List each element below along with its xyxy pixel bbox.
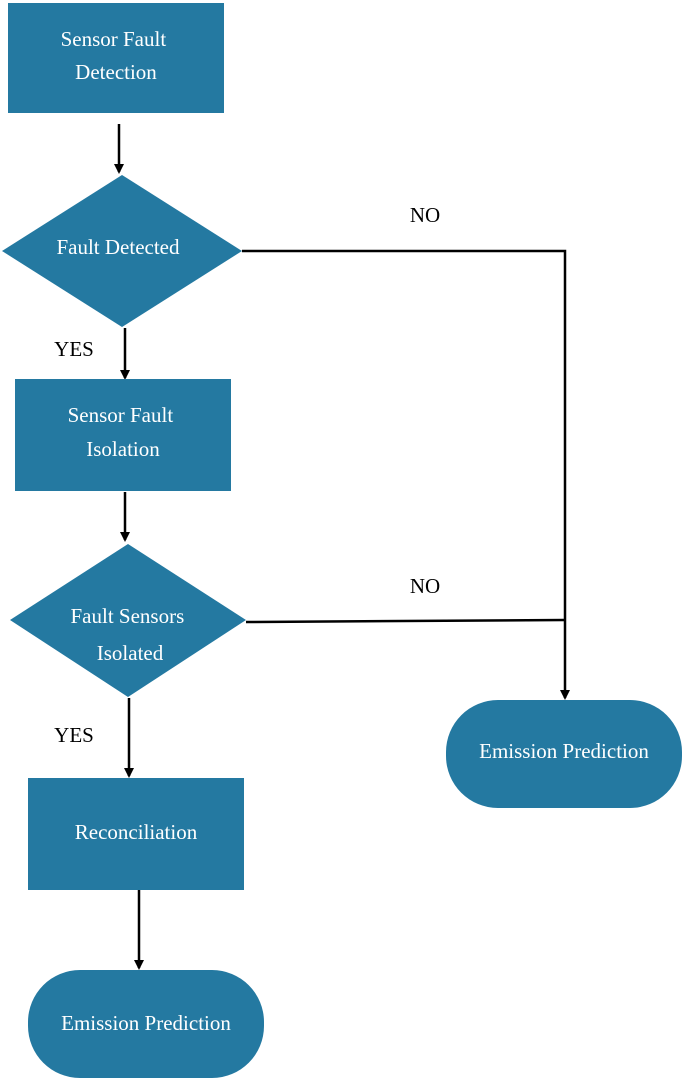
- label-detected-no: NO: [410, 203, 440, 227]
- process-box: [8, 3, 224, 113]
- node-label-line: Detection: [75, 60, 157, 84]
- svg-text:Reconciliation: Reconciliation: [75, 820, 198, 844]
- svg-text:Sensor Fault Isolation: Sensor Fault Isolation: [68, 403, 179, 461]
- terminal-pill: [28, 970, 264, 1078]
- label-detected-yes: YES: [54, 337, 94, 361]
- edges: [114, 124, 570, 970]
- node-label-line: Sensor Fault: [68, 403, 174, 427]
- node-emission-prediction-left: Emission Prediction: [28, 970, 264, 1078]
- node-label-line: Emission Prediction: [61, 1011, 231, 1035]
- node-label-line: Reconciliation: [75, 820, 198, 844]
- node-label-line: Sensor Fault: [61, 27, 167, 51]
- label-isolated-yes: YES: [54, 723, 94, 747]
- label-isolated-no: NO: [410, 574, 440, 598]
- node-fault-sensors-isolated: Fault Sensors Isolated: [10, 544, 246, 697]
- svg-text:Sensor Fault Detection: Sensor Fault Detection: [61, 27, 172, 84]
- node-sensor-fault-detection: Sensor Fault Detection: [8, 3, 224, 113]
- edge-isolated-no: [245, 618, 566, 624]
- edge-detected-no: [242, 249, 567, 620]
- node-label-line: Emission Prediction: [479, 739, 649, 763]
- svg-text:Fault Sensors Isolated: Fault Sensors Isolated: [70, 604, 189, 665]
- node-label-line: Fault Sensors: [70, 604, 184, 628]
- decision-diamond: [10, 544, 246, 697]
- decision-diamond: [2, 175, 242, 327]
- svg-text:Emission Prediction: Emission Prediction: [479, 739, 649, 763]
- node-sensor-fault-isolation: Sensor Fault Isolation: [15, 379, 231, 491]
- process-box: [15, 379, 231, 491]
- svg-text:Fault Detected: Fault Detected: [56, 235, 180, 259]
- terminal-pill: [446, 700, 682, 808]
- svg-text:Emission Prediction: Emission Prediction: [61, 1011, 231, 1035]
- node-label-line: Isolation: [86, 437, 160, 461]
- node-label-line: Isolated: [97, 641, 164, 665]
- node-reconciliation: Reconciliation: [28, 778, 244, 890]
- process-box: [28, 778, 244, 890]
- node-label-line: Fault Detected: [56, 235, 180, 259]
- node-emission-prediction-right: Emission Prediction: [446, 700, 682, 808]
- node-fault-detected: Fault Detected: [2, 175, 242, 327]
